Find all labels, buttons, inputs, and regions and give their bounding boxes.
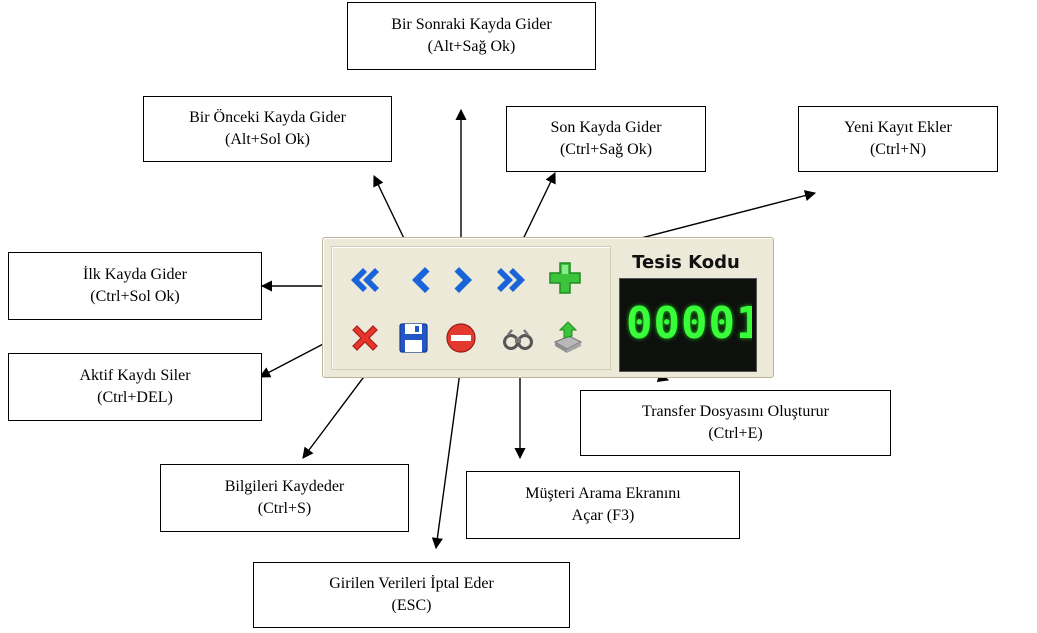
callout-next-record: Bir Sonraki Kayda Gider (Alt+Sağ Ok)	[347, 2, 596, 70]
callout-delete-record: Aktif Kaydı Siler (Ctrl+DEL)	[8, 353, 262, 421]
delete-record-button[interactable]	[345, 318, 385, 358]
cancel-button[interactable]	[441, 318, 481, 358]
callout-new-title: Yeni Kayıt Ekler	[844, 119, 952, 136]
callout-search-shortcut: Açar (F3)	[571, 507, 635, 524]
callout-search-title: Müşteri Arama Ekranını	[525, 485, 681, 502]
previous-record-button[interactable]	[401, 260, 441, 300]
add-record-button[interactable]	[545, 258, 585, 298]
callout-customer-search: Müşteri Arama Ekranını Açar (F3)	[466, 471, 740, 539]
callout-new-shortcut: (Ctrl+N)	[869, 141, 927, 158]
callout-cancel-title: Girilen Verileri İptal Eder	[329, 575, 494, 592]
record-toolbar: Tesis Kodu 00001	[322, 237, 774, 378]
callout-save: Bilgileri Kaydeder (Ctrl+S)	[160, 464, 409, 532]
callout-save-title: Bilgileri Kaydeder	[224, 478, 345, 495]
callout-save-shortcut: (Ctrl+S)	[257, 500, 312, 517]
callout-cancel-shortcut: (ESC)	[391, 597, 432, 614]
first-record-button[interactable]	[343, 260, 383, 300]
binoculars-icon	[503, 329, 533, 350]
arrow-cancel	[431, 349, 464, 550]
callout-new-record: Yeni Kayıt Ekler (Ctrl+N)	[798, 106, 998, 172]
callout-next-shortcut: (Alt+Sağ Ok)	[427, 38, 516, 55]
callout-next-title: Bir Sonraki Kayda Gider	[391, 16, 552, 33]
callout-prev-title: Bir Önceki Kayda Gider	[189, 109, 346, 126]
callout-cancel: Girilen Verileri İptal Eder (ESC)	[253, 562, 570, 628]
callout-transfer-file: Transfer Dosyasını Oluşturur (Ctrl+E)	[580, 390, 891, 456]
save-icon	[399, 323, 428, 353]
callout-last-title: Son Kayda Gider	[550, 119, 662, 136]
first-record-icon	[351, 268, 379, 292]
callout-delete-title: Aktif Kaydı Siler	[79, 367, 191, 384]
last-record-icon	[497, 268, 525, 292]
last-record-button[interactable]	[493, 260, 533, 300]
callout-last-record: Son Kayda Gider (Ctrl+Sağ Ok)	[506, 106, 706, 172]
customer-search-button[interactable]	[499, 320, 539, 360]
tesis-kodu-label: Tesis Kodu	[632, 252, 740, 273]
callout-transfer-title: Transfer Dosyasını Oluşturur	[642, 403, 829, 420]
tesis-kodu-value: 00001	[626, 298, 752, 349]
next-record-icon	[454, 267, 472, 293]
cancel-icon	[446, 323, 476, 353]
callout-previous-record: Bir Önceki Kayda Gider (Alt+Sol Ok)	[143, 96, 392, 162]
tesis-kodu-display: 00001	[619, 278, 757, 372]
toolbar-button-group	[331, 246, 611, 370]
callout-delete-shortcut: (Ctrl+DEL)	[97, 389, 173, 406]
previous-record-icon	[412, 267, 430, 293]
delete-record-icon	[352, 325, 378, 351]
transfer-file-button[interactable]	[547, 318, 587, 358]
add-record-icon	[549, 262, 581, 294]
transfer-icon	[553, 321, 583, 353]
callout-last-shortcut: (Ctrl+Sağ Ok)	[559, 141, 653, 158]
next-record-button[interactable]	[443, 260, 483, 300]
callout-first-shortcut: (Ctrl+Sol Ok)	[90, 288, 180, 305]
save-button[interactable]	[393, 318, 433, 358]
callout-first-title: İlk Kayda Gider	[83, 266, 187, 283]
callout-transfer-shortcut: (Ctrl+E)	[708, 425, 763, 442]
callout-first-record: İlk Kayda Gider (Ctrl+Sol Ok)	[8, 252, 262, 320]
callout-prev-shortcut: (Alt+Sol Ok)	[224, 131, 311, 148]
